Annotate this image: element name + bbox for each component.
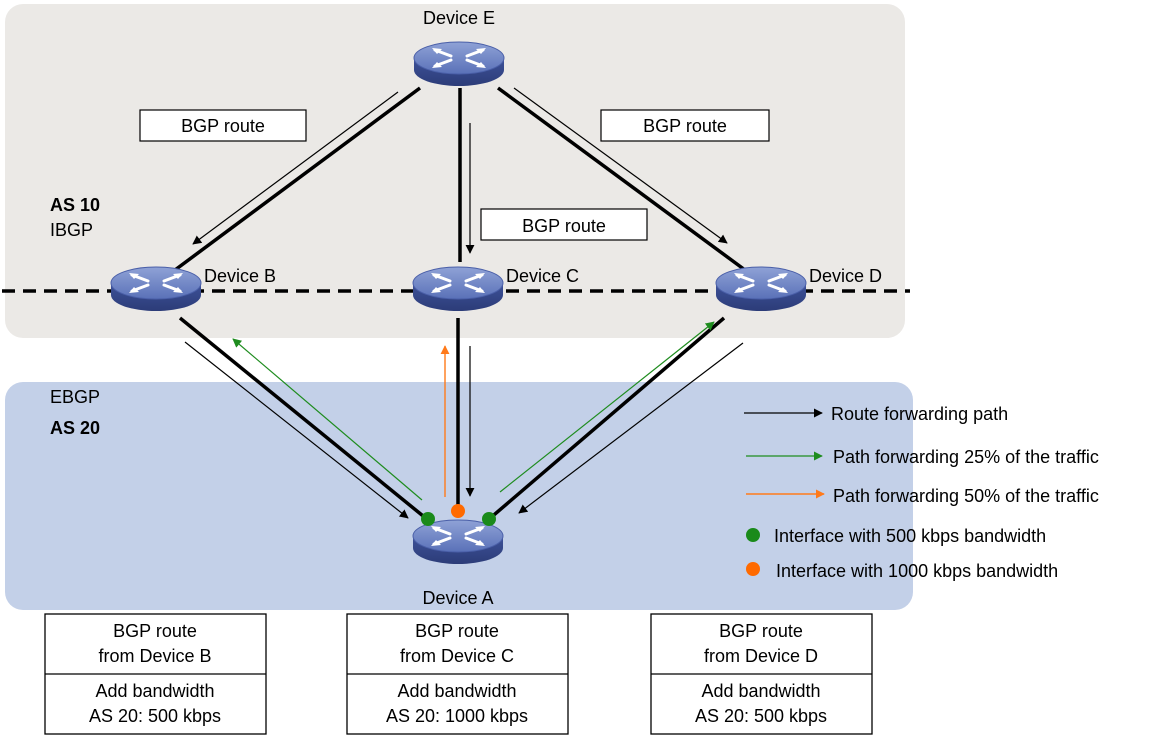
svg-text:Add bandwidth: Add bandwidth: [701, 681, 820, 701]
device-d-label: Device D: [809, 266, 882, 286]
legend-1000-label: Interface with 1000 kbps bandwidth: [776, 561, 1058, 581]
traffic-arrow-a-d-25: [499, 321, 715, 493]
svg-text:BGP route: BGP route: [643, 116, 727, 136]
device-a-label: Device A: [422, 588, 493, 608]
device-b-label: Device B: [204, 266, 276, 286]
legend-500-label: Interface with 500 kbps bandwidth: [774, 526, 1046, 546]
interface-dot-b: [421, 512, 435, 526]
svg-text:AS 20: 500 kbps: AS 20: 500 kbps: [89, 706, 221, 726]
ebgp-label: EBGP: [50, 387, 100, 407]
traffic-arrow-a-b-25: [232, 338, 423, 501]
svg-text:BGP route: BGP route: [113, 621, 197, 641]
svg-text:AS 20: 500 kbps: AS 20: 500 kbps: [695, 706, 827, 726]
router-icon[interactable]: [714, 265, 808, 313]
router-icon[interactable]: [411, 518, 505, 566]
route-label-right: BGP route: [600, 109, 770, 142]
as20-label: AS 20: [50, 418, 100, 438]
svg-text:BGP route: BGP route: [181, 116, 265, 136]
legend: Route forwarding path Path forwarding 25…: [744, 404, 1099, 581]
route-arrow-b-a: [184, 341, 409, 519]
svg-text:Add bandwidth: Add bandwidth: [397, 681, 516, 701]
link-e-d: [496, 86, 747, 272]
legend-50-label: Path forwarding 50% of the traffic: [833, 486, 1099, 506]
interface-dot-d: [482, 512, 496, 526]
interface-dot-c: [451, 504, 465, 518]
svg-text:Add bandwidth: Add bandwidth: [95, 681, 214, 701]
link-d-a: [486, 316, 726, 522]
links: [173, 86, 747, 522]
svg-text:BGP route: BGP route: [415, 621, 499, 641]
route-table-b: BGP route from Device B Add bandwidth AS…: [44, 613, 267, 735]
device-e-label: Device E: [423, 8, 495, 28]
device-c-label: Device C: [506, 266, 579, 286]
route-arrow-e-d: [513, 87, 728, 244]
route-table-d: BGP route from Device D Add bandwidth AS…: [650, 613, 873, 735]
svg-text:AS 20: 1000 kbps: AS 20: 1000 kbps: [386, 706, 528, 726]
router-icon[interactable]: [411, 265, 505, 313]
router-icon[interactable]: [109, 265, 203, 313]
router-icon[interactable]: [412, 40, 506, 88]
route-label-left: BGP route: [139, 109, 307, 142]
ibgp-label: IBGP: [50, 220, 93, 240]
legend-500-dot: [746, 528, 760, 542]
svg-text:from Device B: from Device B: [98, 646, 211, 666]
legend-route-label: Route forwarding path: [831, 404, 1008, 424]
svg-text:BGP route: BGP route: [522, 216, 606, 236]
legend-1000-dot: [746, 562, 760, 576]
svg-text:BGP route: BGP route: [719, 621, 803, 641]
as10-zone: [5, 4, 905, 338]
route-arrow-e-b: [192, 91, 399, 245]
svg-text:from Device C: from Device C: [400, 646, 514, 666]
legend-25-label: Path forwarding 25% of the traffic: [833, 447, 1099, 467]
route-arrow-d-a: [518, 342, 744, 514]
route-label-center: BGP route: [480, 208, 648, 241]
svg-text:from Device D: from Device D: [704, 646, 818, 666]
route-arrows: [184, 87, 744, 519]
link-e-b: [173, 86, 422, 272]
route-table-c: BGP route from Device C Add bandwidth AS…: [346, 613, 569, 735]
link-b-a: [178, 316, 430, 522]
as10-label: AS 10: [50, 195, 100, 215]
